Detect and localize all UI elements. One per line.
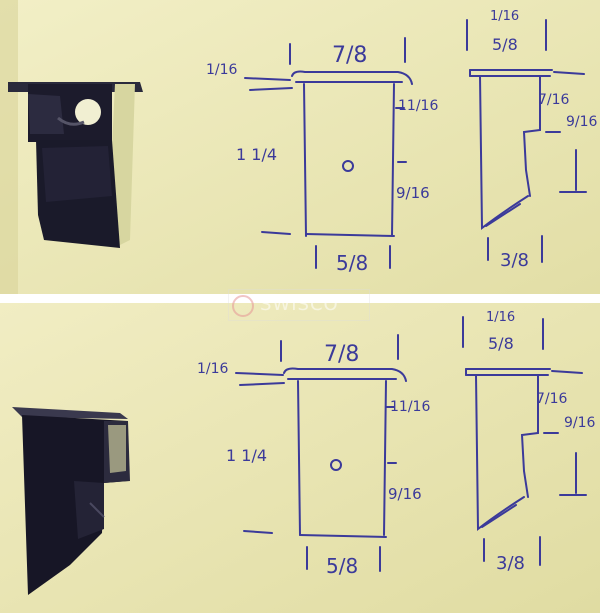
sketch-side-flange-label: 1/16 (490, 9, 519, 24)
watermark-logo-icon (232, 295, 254, 317)
panel-divider (0, 294, 600, 303)
sketch-lower-offset-label-2: 9/16 (388, 485, 422, 503)
sketch-flange-label-2: 1/16 (197, 361, 229, 377)
sketch-side-depth-label: 3/8 (500, 250, 529, 271)
bracket-part-front (8, 82, 143, 248)
sketch-upper-offset-label: 11/16 (398, 98, 438, 114)
top-photo: 1/16 7/8 1 1/4 11/16 9/16 5/8 1/16 5/8 7… (0, 0, 600, 294)
sketch-side-step-label-2: 7/16 (536, 391, 568, 407)
sketch-front-view (244, 37, 413, 269)
sketch-side-top-label: 5/8 (492, 35, 518, 54)
sketch-bottom-width-label-2: 5/8 (326, 554, 358, 578)
sketch-side-height-label-2: 9/16 (564, 415, 596, 431)
watermark: SWISCO (228, 289, 372, 323)
sketch-side-top-label-2: 5/8 (488, 334, 514, 353)
sketch-side-view-2 (462, 316, 587, 566)
bottom-photo: 1/16 7/8 1 1/4 11/16 9/16 5/8 1/16 5/8 7… (0, 303, 600, 613)
sketch-side-depth-label-2: 3/8 (496, 553, 525, 574)
sketch-flange-label: 1/16 (206, 62, 238, 78)
sketch-bottom-width-label: 5/8 (336, 251, 368, 275)
watermark-text: SWISCO (260, 294, 339, 315)
sketch-lower-offset-label: 9/16 (396, 184, 430, 202)
sketch-height-label-2: 1 1/4 (226, 446, 267, 465)
sketch-top-width-label-2: 7/8 (324, 342, 359, 367)
top-photo-canvas: 1/16 7/8 1 1/4 11/16 9/16 5/8 1/16 5/8 7… (0, 0, 600, 294)
bottom-photo-canvas: 1/16 7/8 1 1/4 11/16 9/16 5/8 1/16 5/8 7… (0, 303, 600, 613)
sketch-side-view (466, 19, 587, 263)
bracket-part-side (12, 407, 130, 595)
sketch-height-label: 1 1/4 (236, 145, 277, 164)
sketch-front-view-2 (235, 334, 407, 572)
sketch-side-flange-label-2: 1/16 (486, 310, 515, 325)
sketch-top-width-label: 7/8 (332, 43, 367, 68)
sketch-upper-offset-label-2: 11/16 (390, 399, 430, 415)
sketch-side-step-label: 7/16 (538, 92, 570, 108)
sketch-side-height-label: 9/16 (566, 114, 598, 130)
